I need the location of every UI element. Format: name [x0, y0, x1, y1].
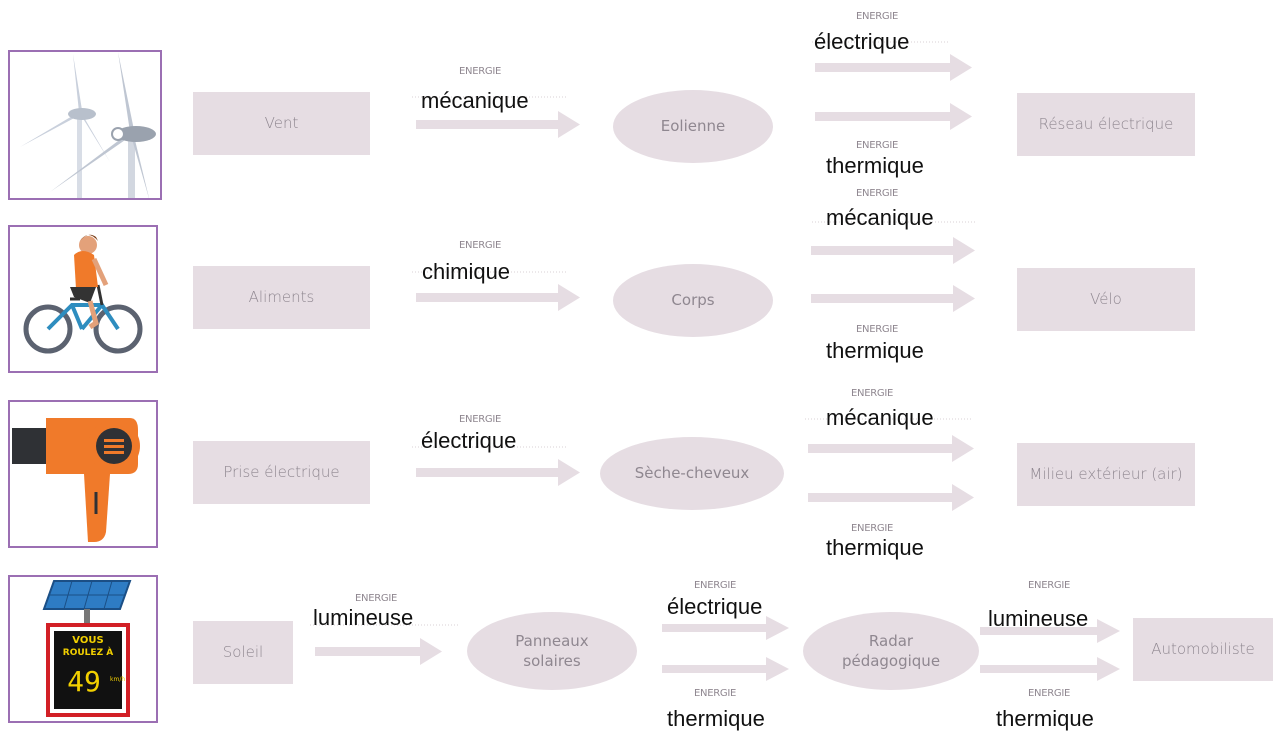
arrow-r4-input	[315, 638, 442, 665]
energy-label: ENERGIE	[851, 523, 893, 534]
source-box: Aliments	[193, 266, 370, 329]
receiver-box: Milieu extérieur (air)	[1017, 443, 1195, 506]
source-box: Prise électrique	[193, 441, 370, 504]
source-box: Vent	[193, 92, 370, 155]
arrow-r2-top	[811, 237, 975, 264]
energy-type-output-bottom: thermique	[826, 535, 924, 560]
source-box: Soleil	[193, 621, 293, 684]
arrow-r1-bottom	[815, 103, 972, 130]
converter-oval: Corps	[613, 264, 773, 337]
energy-label: ENERGIE	[856, 324, 898, 335]
energy-label: ENERGIE	[1028, 688, 1070, 699]
hair-dryer-icon	[8, 400, 158, 548]
energy-type-output-top: électrique	[814, 29, 910, 54]
energy-type-input: mécanique	[421, 88, 529, 113]
energy-label: ENERGIE	[459, 414, 501, 425]
energy-label: ENERGIE	[355, 593, 397, 604]
arrow-r1-top	[815, 54, 972, 81]
energy-type-input: lumineuse	[313, 605, 414, 630]
energy-label: ENERGIE	[1028, 580, 1070, 591]
arrow-r4-bottom	[662, 657, 789, 681]
energy-label: ENERGIE	[856, 11, 898, 22]
energy-type-output-top: mécanique	[826, 205, 934, 230]
receiver-box: Réseau électrique	[1017, 93, 1195, 156]
energy-label: ENERGIE	[459, 66, 501, 77]
arrow-r3-input	[416, 459, 580, 486]
cyclist-icon	[8, 225, 158, 373]
energy-type-input: électrique	[421, 428, 517, 453]
energy-type-output-top: électrique	[667, 594, 763, 619]
energy-label: ENERGIE	[851, 388, 893, 399]
energy-type-output2-top: lumineuse	[988, 606, 1089, 631]
receiver-box: Automobiliste	[1133, 618, 1273, 681]
energy-label: ENERGIE	[694, 688, 736, 699]
arrow-r2-input	[416, 284, 580, 311]
converter-oval: Panneaux solaires	[467, 612, 637, 690]
receiver-box: Vélo	[1017, 268, 1195, 331]
energy-type-output2-bottom: thermique	[996, 706, 1094, 731]
energy-label: ENERGIE	[856, 140, 898, 151]
arrow-r4-top	[662, 616, 789, 640]
converter2-oval: Radar pédagogique	[803, 612, 979, 690]
wind-turbine-icon	[8, 50, 162, 200]
energy-type-output-top: mécanique	[826, 405, 934, 430]
radar-sign-line2: ROULEZ À	[63, 646, 113, 658]
converter-oval: Sèche-cheveux	[600, 437, 784, 510]
energy-label: ENERGIE	[856, 188, 898, 199]
arrow-r4-top2	[980, 619, 1120, 643]
arrow-r3-top	[808, 435, 974, 462]
arrow-r4-bottom2	[980, 657, 1120, 681]
energy-type-output-bottom: thermique	[667, 706, 765, 731]
energy-label: ENERGIE	[459, 240, 501, 251]
energy-label: ENERGIE	[694, 580, 736, 591]
converter-oval: Eolienne	[613, 90, 773, 163]
energy-type-output-bottom: thermique	[826, 338, 924, 363]
arrow-r3-bottom	[808, 484, 974, 511]
radar-sign-line1: VOUS	[72, 635, 103, 646]
energy-type-output-bottom: thermique	[826, 153, 924, 178]
arrow-r1-input	[416, 111, 580, 138]
radar-sign-unit: km/h	[110, 676, 125, 683]
energy-type-input: chimique	[422, 259, 511, 284]
arrow-r2-bottom	[811, 285, 975, 312]
speed-radar-icon: VOUS ROULEZ À 49 km/h	[8, 575, 158, 723]
radar-sign-speed: 49	[67, 665, 101, 698]
